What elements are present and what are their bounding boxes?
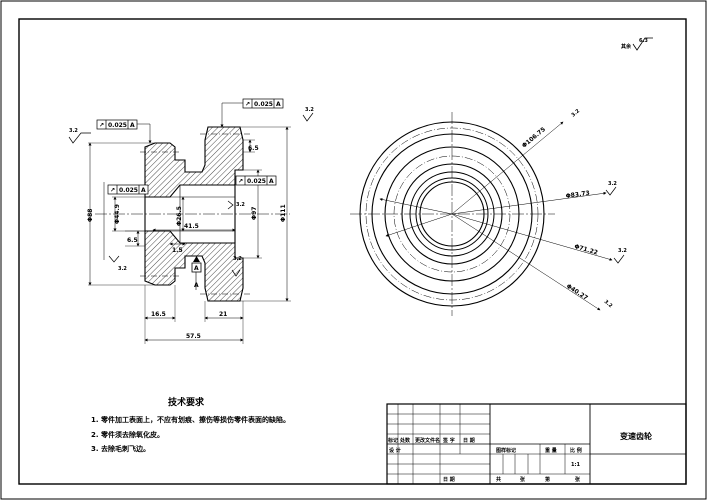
dim-bore-diameter: Φ44.9 [114,204,121,224]
datum-triangle [193,256,200,262]
tolerance-value: 0.025 [247,178,266,185]
svg-text:3.2: 3.2 [608,181,617,187]
svg-text:3.2: 3.2 [69,128,78,134]
tolerance-value: 0.025 [108,122,127,129]
tb-sheet: 张 [575,476,581,483]
tb-sign: 签 字 [442,437,455,444]
requirements-title: 技术要求 [168,396,205,408]
tb-design: 设 计 [389,447,401,454]
runout-icon: ↗ [99,122,104,129]
tolerance-datum: A [269,178,274,185]
svg-text:3.2: 3.2 [603,299,614,310]
part-name: 变速齿轮 [620,431,652,441]
section-upper-half [144,126,244,198]
tb-scale-label: 比 例 [570,447,582,454]
tolerance-datum: A [141,187,146,194]
dim-circle-71-22: Φ71.22 [573,243,598,256]
roughness-9: 3.2 [603,299,614,310]
datum-label-lower: A [194,282,199,289]
datum-label: A [194,265,199,272]
roughness-2: 3.2 [302,107,314,122]
tolerance-value: 0.025 [254,101,273,108]
tb-total: 共 [496,476,501,483]
tb-stage-mark: 图样标记 [496,447,516,454]
svg-text:3.2: 3.2 [618,248,627,254]
datum-box [191,262,202,273]
dim-circle-83-73: Φ83.73 [565,190,590,200]
tb-weight: 重 量 [545,447,557,454]
dim-length-41-5: 41.5 [184,223,199,230]
runout-icon: ↗ [110,187,115,194]
tolerance-frame-1: ↗ 0.025 A [96,119,152,144]
tb-scale-value: 1:1 [571,462,580,468]
dim-mid-diameter: Φ97 [251,207,258,220]
roughness-3: 3.2 [227,200,245,210]
roughness-7: 3.2 [605,181,617,196]
title-block: 标记 处数 更改文件名 签 字 日 期 设 计 图样标记 重 量 比 例 1:1… [386,403,687,485]
roughness-5: 3.2 [231,256,242,277]
technical-requirements: 技术要求 1. 零件加工表面上，不应有划痕、擦伤等损伤零件表面的缺陷。 2. 零… [91,396,290,453]
tb-sheets: 张 [520,476,526,483]
requirement-1: 1. 零件加工表面上，不应有划痕、擦伤等损伤零件表面的缺陷。 [91,415,290,424]
dim-length-16-5: 16.5 [151,311,166,318]
tolerance-frame-4: ↗ 0.025 A [235,175,277,186]
tb-number: 第 [545,476,550,483]
svg-text:3.2: 3.2 [118,266,127,272]
requirement-2: 2. 零件须去除氧化皮。 [91,430,164,439]
svg-text:3.2: 3.2 [305,107,314,113]
dim-circle-40-27: Φ40.27 [565,283,589,302]
dim-root-diameter: Φ88 [87,209,94,222]
tb-date-bottom: 日 期 [443,476,455,483]
tolerance-frame-3: ↗ 0.025 A [220,98,284,128]
dim-length-57-5: 57.5 [186,333,201,340]
surface-note-label: 其余 [621,43,632,50]
tb-change-doc: 更改文件名 [415,437,440,444]
runout-icon: ↗ [238,178,243,185]
tolerance-value: 0.025 [119,187,138,194]
roughness-6: 3.2 [570,108,581,119]
svg-text:3.2: 3.2 [570,108,581,119]
dim-length-21: 21 [219,311,227,318]
svg-text:3.2: 3.2 [236,202,245,208]
inner-border [18,18,687,485]
tb-count: 处数 [399,437,411,444]
runout-icon: ↗ [245,101,250,108]
general-surface-note: 其余 6.3 [621,37,653,51]
tolerance-datum: A [130,122,135,129]
dim-left-6-5: 6.5 [127,237,138,244]
tolerance-datum: A [276,101,281,108]
roughness-1: 3.2 [68,128,91,144]
roughness-8: 3.2 [613,248,627,264]
dim-hub-diameter: Φ26.5 [176,206,183,226]
roughness-4: 3.2 [108,255,127,272]
svg-text:3.2: 3.2 [233,256,242,262]
front-view: Φ106.75 Φ83.73 Φ71.22 Φ40.27 3.2 3.2 3.2… [350,108,627,316]
tb-mark: 标记 [387,437,398,444]
surface-note-value: 6.3 [639,38,648,44]
dim-1-5: 1.5 [172,247,183,254]
section-view: A A Φ88 Φ44.9 Φ26.5 Φ97 Φ111 41.5 [68,98,314,344]
tolerance-frame-2: ↗ 0.025 A [103,182,149,260]
requirement-3: 3. 去除毛刺飞边。 [91,444,150,453]
dim-top-6-5: 6.5 [248,145,259,152]
dim-outer-diameter: Φ111 [280,204,287,222]
tb-date: 日 期 [463,437,475,444]
section-lower-half [144,230,244,302]
